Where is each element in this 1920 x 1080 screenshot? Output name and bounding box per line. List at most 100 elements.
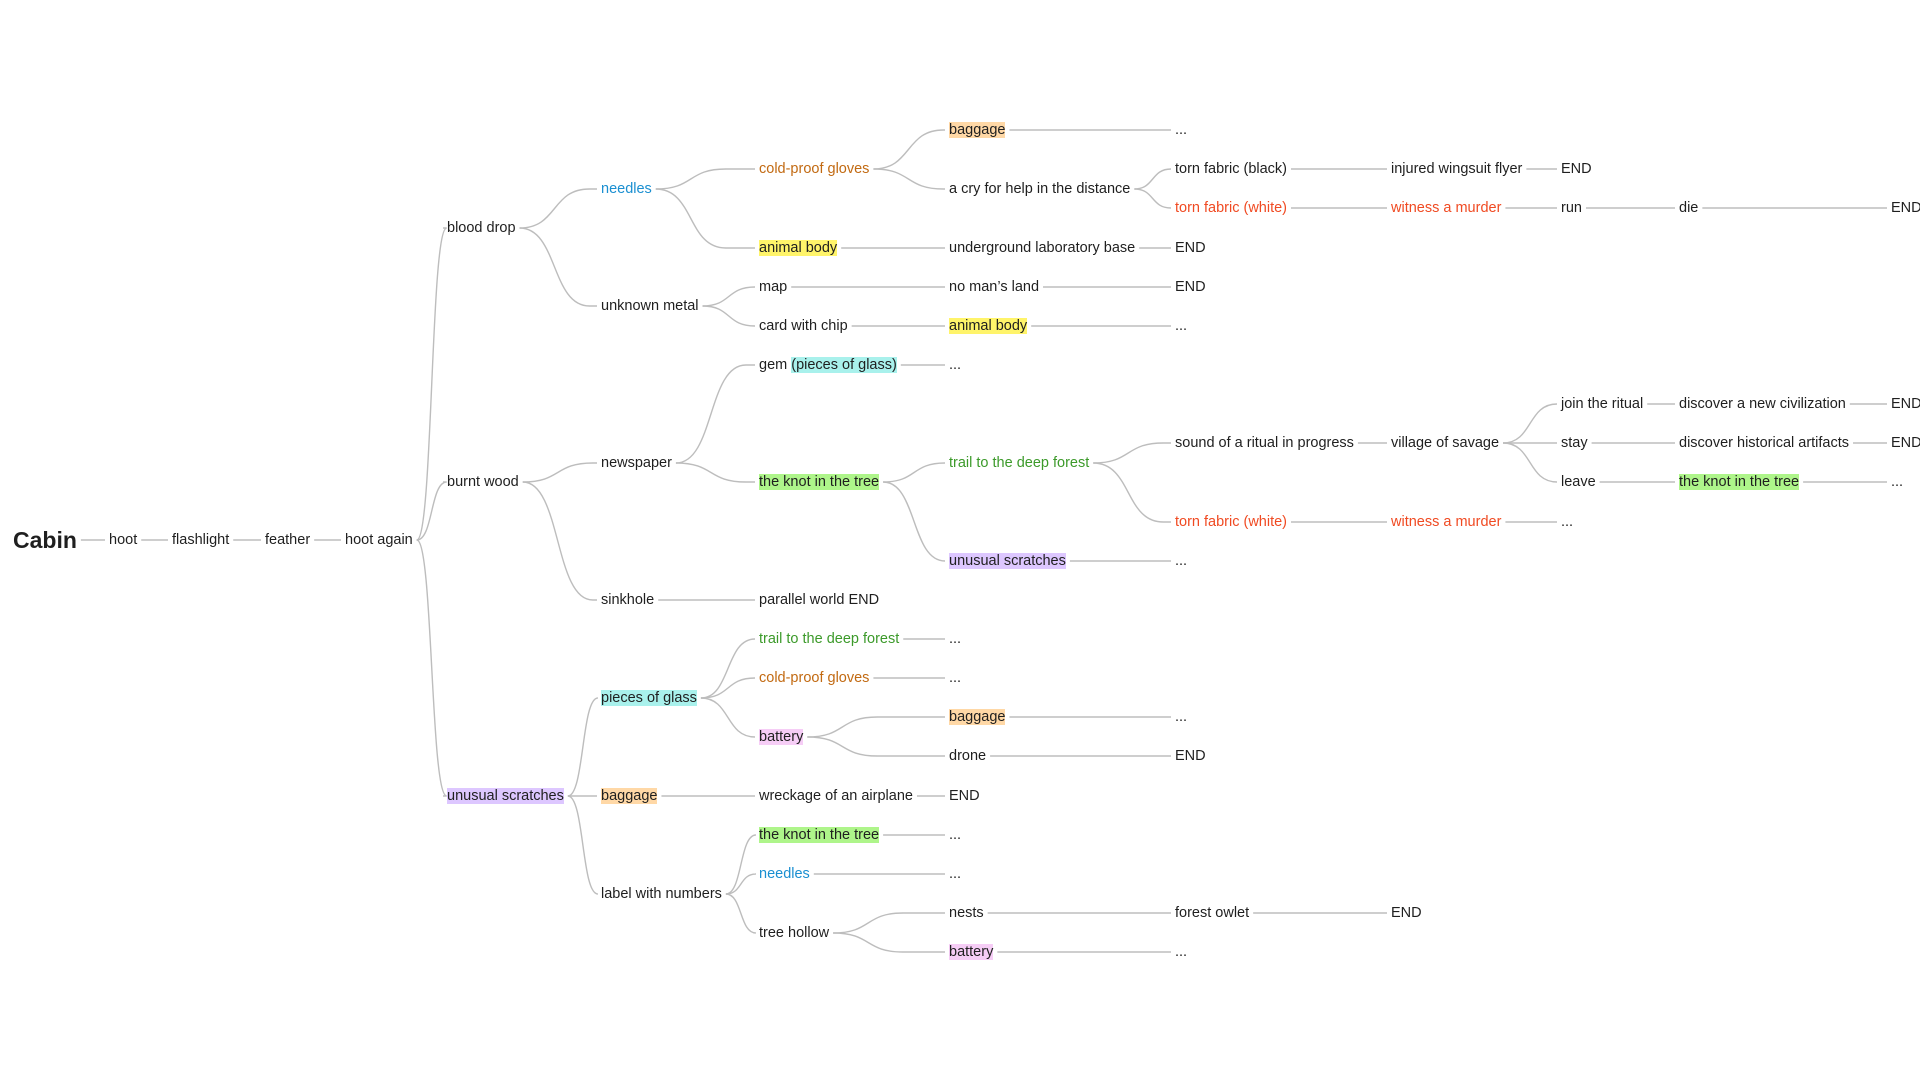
node-end-5[interactable]: END [1890,395,1920,413]
node-baggage-2[interactable]: baggage [600,787,658,805]
node-hoot-again[interactable]: hoot again [344,531,414,549]
node-dots-11[interactable]: ... [948,865,962,883]
node-end-1[interactable]: END [1560,160,1593,178]
node-label: blood drop [447,220,516,236]
node-label: END [1391,905,1422,921]
edge-battery-1-to-baggage-3 [807,716,945,738]
node-wreckage[interactable]: wreckage of an airplane [758,787,914,805]
node-tree-hollow[interactable]: tree hollow [758,924,830,942]
node-animal-body[interactable]: animal body [758,239,838,257]
node-dots-12[interactable]: ... [1174,943,1188,961]
node-hoot[interactable]: hoot [108,531,138,549]
node-torn-black[interactable]: torn fabric (black) [1174,160,1288,178]
node-end-3[interactable]: END [1174,239,1207,257]
node-flashlight[interactable]: flashlight [171,531,230,549]
node-unusual-scratches[interactable]: unusual scratches [446,787,565,805]
node-label: the knot in the tree [759,827,880,843]
node-knot-1[interactable]: the knot in the tree [758,473,880,491]
node-cry-for-help[interactable]: a cry for help in the distance [948,180,1131,198]
node-needles-2[interactable]: needles [758,865,811,883]
node-nests[interactable]: nests [948,904,985,922]
node-label: ... [1175,318,1188,334]
node-end-9[interactable]: END [1390,904,1423,922]
node-dots-4[interactable]: ... [1174,552,1188,570]
node-knot-2[interactable]: the knot in the tree [1678,473,1800,491]
node-label-numbers[interactable]: label with numbers [600,885,723,903]
node-ritual-sound[interactable]: sound of a ritual in progress [1174,434,1355,452]
node-dots-8[interactable]: ... [948,669,962,687]
node-trail-1[interactable]: trail to the deep forest [948,454,1090,472]
node-end-8[interactable]: END [948,787,981,805]
edge-cry-for-help-to-torn-black [1134,168,1172,190]
node-dots-6[interactable]: ... [1560,513,1574,531]
node-end-4[interactable]: END [1174,278,1207,296]
node-label: forest owlet [1175,905,1250,921]
node-torn-white-2[interactable]: torn fabric (white) [1174,513,1288,531]
node-label: battery [949,944,994,960]
node-label: cold-proof gloves [759,670,870,686]
node-leave[interactable]: leave [1560,473,1597,491]
node-end-6[interactable]: END [1890,434,1920,452]
node-battery-2[interactable]: battery [948,943,994,961]
node-dots-10[interactable]: ... [948,826,962,844]
node-label: village of savage [1391,435,1500,451]
node-label: torn fabric (white) [1175,514,1288,530]
edge-pieces-glass-to-trail-2 [700,638,756,699]
node-village[interactable]: village of savage [1390,434,1500,452]
node-feather[interactable]: feather [264,531,311,549]
node-label: no man’s land [949,279,1040,295]
node-run[interactable]: run [1560,199,1583,217]
node-underground[interactable]: underground laboratory base [948,239,1136,257]
node-dots-9[interactable]: ... [1174,708,1188,726]
node-dots-1[interactable]: ... [1174,121,1188,139]
node-torn-white-1[interactable]: torn fabric (white) [1174,199,1288,217]
node-burnt-wood[interactable]: burnt wood [446,473,520,491]
node-stay[interactable]: stay [1560,434,1589,452]
node-wingsuit[interactable]: injured wingsuit flyer [1390,160,1523,178]
edge-cold-proof-gloves-to-baggage-1 [873,129,945,170]
node-scratches-2[interactable]: unusual scratches [948,552,1067,570]
node-animal-body-2[interactable]: animal body [948,317,1028,335]
node-sinkhole[interactable]: sinkhole [600,591,655,609]
node-unknown-metal[interactable]: unknown metal [600,297,700,315]
node-die[interactable]: die [1678,199,1699,217]
node-baggage-1[interactable]: baggage [948,121,1006,139]
node-no-mans-land[interactable]: no man’s land [948,278,1040,296]
node-battery-1[interactable]: battery [758,728,804,746]
node-knot-3[interactable]: the knot in the tree [758,826,880,844]
node-newspaper[interactable]: newspaper [600,454,673,472]
node-end-7[interactable]: END [1174,747,1207,765]
node-label: baggage [949,709,1006,725]
node-owlet[interactable]: forest owlet [1174,904,1250,922]
node-gloves-2[interactable]: cold-proof gloves [758,669,870,687]
node-drone[interactable]: drone [948,747,987,765]
edge-trail-1-to-torn-white-2 [1093,462,1171,523]
node-murder-1[interactable]: witness a murder [1390,199,1502,217]
node-dots-2[interactable]: ... [1174,317,1188,335]
node-trail-2[interactable]: trail to the deep forest [758,630,900,648]
node-dots-7[interactable]: ... [948,630,962,648]
node-card-chip[interactable]: card with chip [758,317,849,335]
node-needles[interactable]: needles [600,180,653,198]
node-baggage-3[interactable]: baggage [948,708,1006,726]
edge-village-to-join-ritual [1503,403,1558,444]
node-civilization[interactable]: discover a new civilization [1678,395,1847,413]
edge-tree-hollow-to-nests [833,912,945,934]
node-dots-5[interactable]: ... [1890,473,1904,491]
node-blood-drop[interactable]: blood drop [446,219,517,237]
node-join-ritual[interactable]: join the ritual [1560,395,1644,413]
node-pieces-glass[interactable]: pieces of glass [600,689,698,707]
node-map[interactable]: map [758,278,788,296]
root-node-cabin[interactable]: Cabin [13,527,77,553]
node-label: ... [949,357,962,373]
node-artifacts[interactable]: discover historical artifacts [1678,434,1850,452]
node-gem[interactable]: gem (pieces of glass) [758,356,898,374]
node-dots-3[interactable]: ... [948,356,962,374]
node-parallel[interactable]: parallel world END [758,591,880,609]
node-label: sinkhole [601,592,655,608]
node-cold-proof-gloves[interactable]: cold-proof gloves [758,160,870,178]
node-murder-2[interactable]: witness a murder [1390,513,1502,531]
node-label: the knot in the tree [759,474,880,490]
node-end-2[interactable]: END [1890,199,1920,217]
